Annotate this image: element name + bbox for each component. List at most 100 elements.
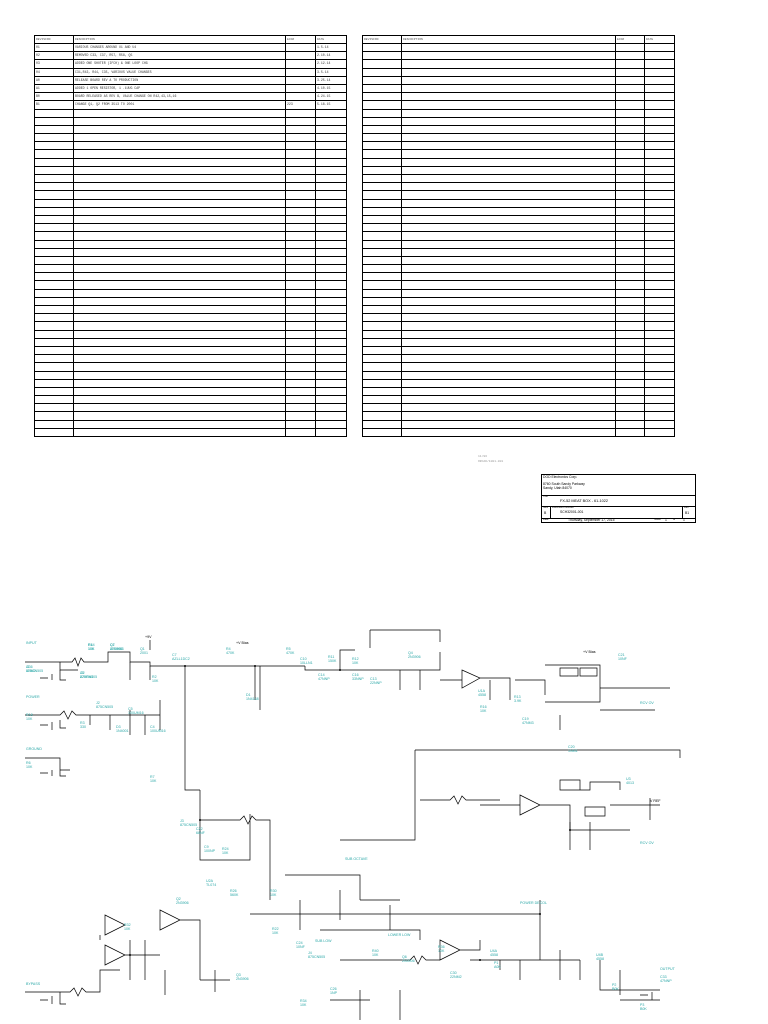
table-row: [34, 329, 347, 339]
component-ref: R22: [272, 927, 279, 931]
component-value: 150K: [328, 659, 337, 663]
table-cell-desc: [401, 354, 616, 364]
table-cell-desc: [401, 165, 616, 176]
table-cell-date: [644, 51, 675, 61]
table-row: [362, 362, 675, 372]
table-cell-rev: [362, 321, 402, 331]
table-row: [362, 75, 675, 85]
component-value: TL074: [206, 883, 216, 887]
table-cell-date: 2.10.14: [315, 51, 347, 61]
table-row: [362, 239, 675, 249]
table-cell-ecn: [615, 83, 645, 94]
table-cell-date: [644, 190, 675, 200]
component-value: 1NP: [330, 991, 338, 995]
table-cell-rev: [362, 100, 402, 110]
table-cell-date: [644, 362, 675, 372]
table-cell-desc: [401, 149, 616, 159]
table-cell-date: [315, 182, 347, 192]
table-cell-rev: [34, 190, 74, 200]
table-row: [34, 419, 347, 429]
table-row: [34, 288, 347, 298]
table-cell-ecn: [285, 83, 316, 94]
table-row: [34, 378, 347, 388]
table-cell-ecn: [615, 239, 645, 249]
table-cell-desc: [401, 304, 616, 315]
table-cell-date: [315, 157, 347, 167]
table-cell-desc: [401, 329, 616, 339]
table-cell-rev: [362, 386, 402, 397]
component-ref: R1: [88, 643, 93, 647]
bypass-jack-label: BYPASS: [26, 982, 41, 986]
table-cell-rev: [34, 108, 74, 118]
table-cell-desc: [401, 264, 616, 274]
table-cell-date: [644, 280, 675, 290]
table-cell-desc: [73, 141, 286, 151]
table-cell-ecn: [285, 149, 316, 159]
table-cell-desc: [73, 239, 286, 249]
component-value: B0K: [640, 1007, 647, 1011]
size-value: B: [544, 511, 547, 515]
table-cell-ecn: [285, 214, 316, 225]
table-cell-rev: [34, 198, 74, 208]
table-cell-rev: 01: [34, 42, 74, 53]
table-cell-desc: VARIOUS CHANGES AROUND U1 AND U4: [73, 42, 286, 53]
table-cell-desc: [73, 214, 286, 225]
table-cell-date: [644, 124, 675, 135]
table-cell-ecn: [615, 321, 645, 331]
table-cell-ecn: [285, 411, 316, 421]
net-label-power-decol: POWER DECOL: [520, 901, 547, 905]
table-cell-date: [644, 313, 675, 323]
component-value: 100NP: [204, 849, 216, 853]
table-cell-date: [315, 386, 347, 397]
table-row: [34, 124, 347, 135]
table-cell-ecn: [615, 411, 645, 421]
table-cell-rev: [362, 75, 402, 85]
table-row: [34, 223, 347, 233]
table-cell-ecn: [285, 141, 316, 151]
table-cell-rev: [34, 165, 74, 176]
table-cell-desc: [401, 182, 616, 192]
table-cell-ecn: [285, 59, 316, 69]
component-ref: R34: [300, 999, 307, 1003]
table-cell-desc: [401, 231, 616, 241]
table-cell-date: [644, 354, 675, 364]
table-cell-ecn: [285, 182, 316, 192]
table-cell-rev: [34, 304, 74, 315]
table-row: [362, 116, 675, 126]
net-label-rcv-2: RCV OV: [640, 841, 654, 845]
component-value: B0K: [612, 987, 619, 991]
component-value: 1NM2: [26, 669, 36, 673]
table-cell-rev: [34, 313, 74, 323]
table-cell-rev: [362, 419, 402, 429]
table-cell-ecn: [285, 198, 316, 208]
table-cell-desc: [73, 264, 286, 274]
table-cell-desc: ADDED 1 OPEN RESISTOR, 1 .1UUG CAP: [73, 83, 286, 94]
component-value: 10K: [270, 893, 277, 897]
table-cell-desc: [73, 231, 286, 241]
table-cell-rev: [362, 165, 402, 176]
table-cell-desc: [73, 313, 286, 323]
table-cell-date: [315, 124, 347, 135]
table-cell-desc: [401, 190, 616, 200]
table-row: [362, 345, 675, 356]
table-cell-ecn: [615, 231, 645, 241]
component-ref: R18: [26, 713, 33, 717]
table-cell-desc: [401, 411, 616, 421]
table-row: [362, 206, 675, 216]
table-cell-date: 1.5.14: [315, 42, 347, 53]
table-cell-rev: [34, 378, 74, 388]
table-cell-desc: [73, 370, 286, 380]
table-cell-ecn: [285, 190, 316, 200]
table-cell-rev: [362, 231, 402, 241]
table-cell-desc: [401, 427, 616, 438]
table-cell-desc: [401, 419, 616, 429]
net-label-lower-low: LOWER LOW: [388, 933, 411, 937]
table-row: [34, 411, 347, 421]
table-cell-rev: [362, 272, 402, 282]
table-cell-ecn: [615, 75, 645, 85]
table-cell-ecn: [615, 190, 645, 200]
table-row: [34, 157, 347, 167]
table-cell-date: [315, 214, 347, 225]
table-cell-desc: [401, 75, 616, 85]
